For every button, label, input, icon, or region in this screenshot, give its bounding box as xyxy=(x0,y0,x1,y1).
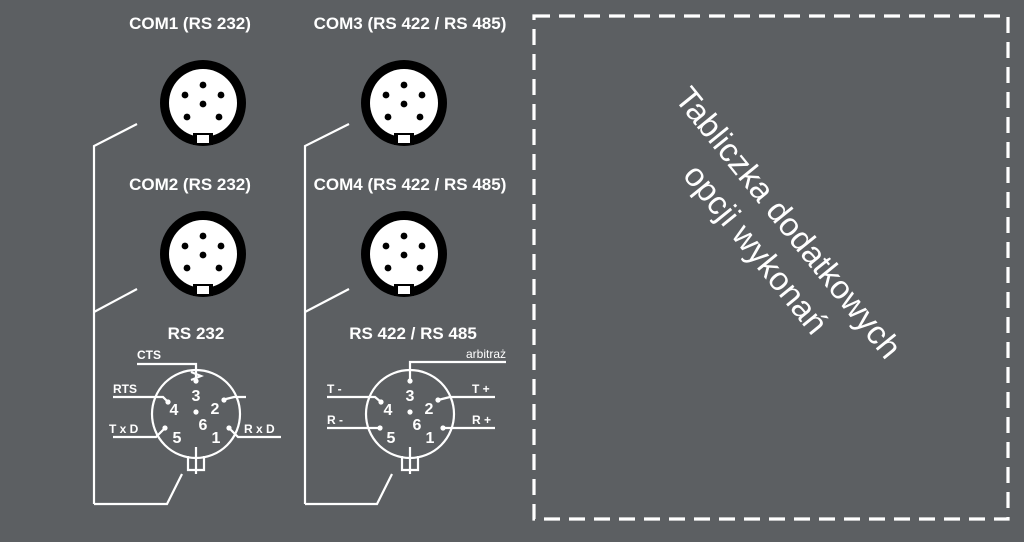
rs232-pinout-diagram xyxy=(113,362,281,474)
com2-label: COM2 (RS 232) xyxy=(129,175,251,194)
rs232-pin-6: 6 xyxy=(199,417,208,434)
rs485-t-minus-label: T - xyxy=(327,382,342,396)
com1-connector-icon xyxy=(160,60,246,146)
middle-wiring xyxy=(303,123,393,506)
com4-label: COM4 (RS 422 / RS 485) xyxy=(314,175,507,194)
rs485-pin-3: 3 xyxy=(406,388,415,405)
rs485-pin-1: 1 xyxy=(426,430,435,447)
com3-label: COM3 (RS 422 / RS 485) xyxy=(314,14,507,33)
com3-connector-icon xyxy=(361,60,447,146)
rs485-pinout-diagram xyxy=(327,360,506,474)
rs232-pin-3: 3 xyxy=(192,388,201,405)
rs232-rts-label: RTS xyxy=(113,382,137,396)
rs232-rxd-label: R x D xyxy=(244,422,275,436)
rs485-title: RS 422 / RS 485 xyxy=(349,324,477,343)
rs232-title: RS 232 xyxy=(168,324,225,343)
rs485-arbitration-label: arbitraż xyxy=(466,347,506,361)
rs485-r-plus-label: R + xyxy=(472,413,491,427)
rs232-pin-1: 1 xyxy=(212,430,221,447)
com4-connector-icon xyxy=(361,211,447,297)
rs485-r-minus-label: R - xyxy=(327,413,343,427)
rs485-pin-4: 4 xyxy=(384,402,393,419)
rs232-pin-4: 4 xyxy=(170,402,179,419)
option-panel-frame xyxy=(532,14,1010,521)
option-panel-line1: Tabliczka dodatkowych xyxy=(668,80,909,366)
rs485-t-plus-label: T + xyxy=(472,382,490,396)
rs232-pin-5: 5 xyxy=(173,430,182,447)
option-panel-caption: Tabliczka dodatkowych opcji wykonań xyxy=(668,80,909,366)
rs485-pin-2: 2 xyxy=(425,401,434,418)
rs232-pin-2: 2 xyxy=(211,401,220,418)
rs485-pin-5: 5 xyxy=(387,430,396,447)
rs485-pin-6: 6 xyxy=(413,417,422,434)
com2-connector-icon xyxy=(160,211,246,297)
rs232-cts-label: CTS xyxy=(137,348,161,362)
left-wiring xyxy=(92,123,183,506)
rs232-txd-label: T x D xyxy=(109,422,139,436)
com1-label: COM1 (RS 232) xyxy=(129,14,251,33)
